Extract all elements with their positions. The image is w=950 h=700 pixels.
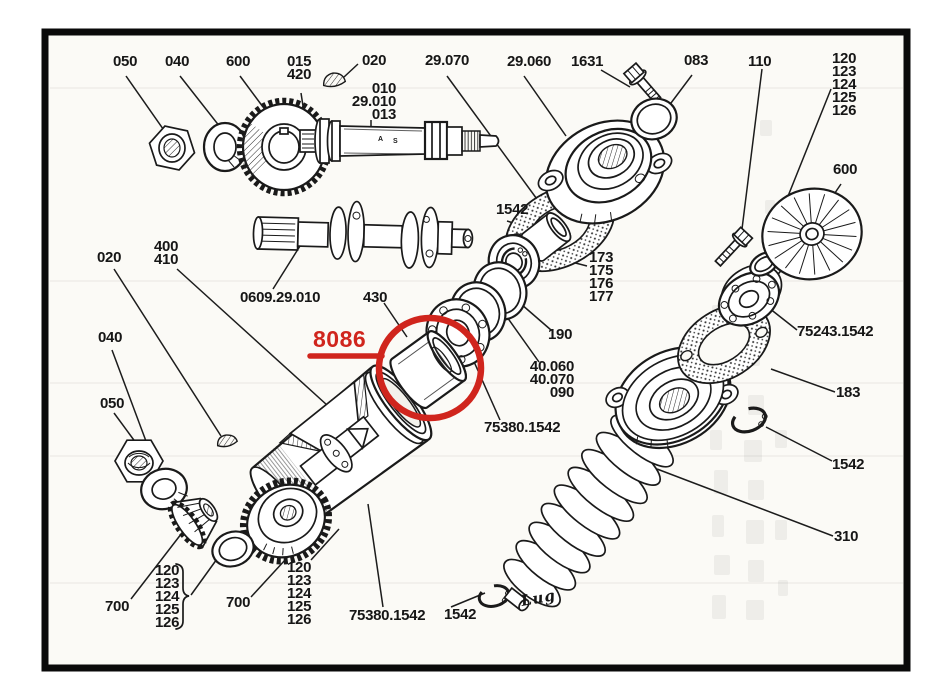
flange-housing <box>537 119 673 225</box>
hex-bolt-top <box>622 61 662 104</box>
crown-gear <box>239 477 333 565</box>
hex-nut-bottom-left <box>114 439 164 483</box>
snap-ring-right <box>730 406 768 434</box>
woodruff-key-top <box>322 72 347 88</box>
woodruff-key-left <box>216 434 239 448</box>
highlight-circle <box>375 314 485 422</box>
label-brace <box>175 563 190 630</box>
hex-nut-top-left <box>148 125 196 171</box>
hex-bolt-right <box>714 226 754 268</box>
gear-top-left <box>236 97 332 197</box>
plate-frame <box>41 28 911 672</box>
bevel-gear-right <box>761 187 863 281</box>
camshaft <box>252 200 474 269</box>
o-ring-top <box>630 97 678 141</box>
spacer-ring-bottom-left <box>211 530 255 568</box>
bushing-highlighted <box>389 330 467 409</box>
input-shaft <box>299 118 500 164</box>
bevel-pinion-bottom-left <box>167 497 219 550</box>
ball-bearing-right <box>717 264 783 327</box>
